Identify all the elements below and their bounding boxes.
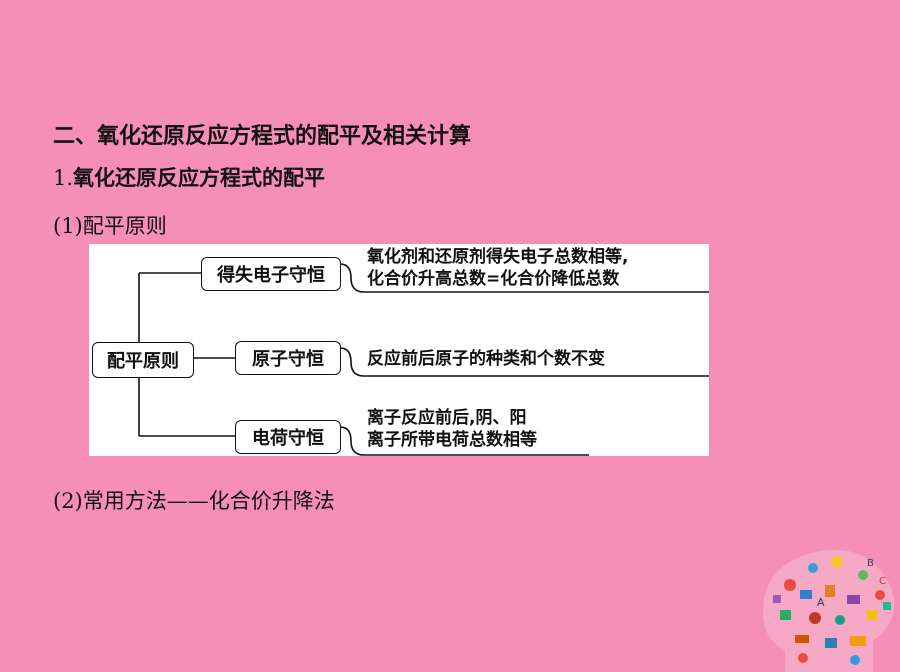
subheading-number: 1. [53, 166, 74, 190]
desc-atom-line1: 反应前后原子的种类和个数不变 [367, 349, 605, 369]
subheading-balancing: 1.氧化还原反应方程式的配平 [53, 162, 325, 192]
desc-underline-top [339, 263, 709, 293]
subheading-text: 氧化还原反应方程式的配平 [73, 166, 326, 190]
section-heading: 二、氧化还原反应方程式的配平及相关计算 [53, 124, 472, 149]
desc-electron-line1: 氧化剂和还原剂得失电子总数相等, [367, 247, 629, 267]
desc-electron: 氧化剂和还原剂得失电子总数相等, 化合价升高总数=化合价降低总数 [367, 246, 628, 290]
branch-label-electron: 得失电子守恒 [217, 265, 325, 286]
branch-label-charge: 电荷守恒 [252, 428, 324, 449]
svg-text:B: B [867, 558, 874, 569]
svg-text:C: C [879, 576, 886, 587]
balancing-principles-diagram: 配平原则 得失电子守恒 原子守恒 电荷守恒 氧化剂和还原剂得失电子总数相等, 化… [89, 244, 709, 456]
principles-label: (1)配平原则 [53, 214, 167, 238]
branch-label-atom: 原子守恒 [252, 349, 324, 370]
desc-atom: 反应前后原子的种类和个数不变 [367, 348, 605, 370]
branch-box-charge: 电荷守恒 [235, 420, 341, 454]
desc-charge-line1: 离子反应前后,阴、阳 [367, 408, 527, 428]
desc-underline-middle [339, 347, 709, 377]
desc-charge: 离子反应前后,阴、阳 离子所带电荷总数相等 [367, 407, 537, 451]
branch-box-atom: 原子守恒 [235, 341, 341, 375]
branch-box-electron: 得失电子守恒 [201, 257, 341, 291]
desc-charge-line2: 离子所带电荷总数相等 [367, 430, 537, 450]
root-label: 配平原则 [107, 351, 179, 372]
desc-underline-bottom [339, 426, 589, 456]
desc-electron-line2: 化合价升高总数=化合价降低总数 [367, 269, 620, 289]
svg-text:A: A [817, 596, 825, 609]
colorful-head-silhouette-icon: B C A [763, 549, 895, 672]
diagram-connectors [138, 263, 709, 456]
method-label: (2)常用方法——化合价升降法 [53, 489, 335, 513]
root-box: 配平原则 [92, 342, 194, 378]
